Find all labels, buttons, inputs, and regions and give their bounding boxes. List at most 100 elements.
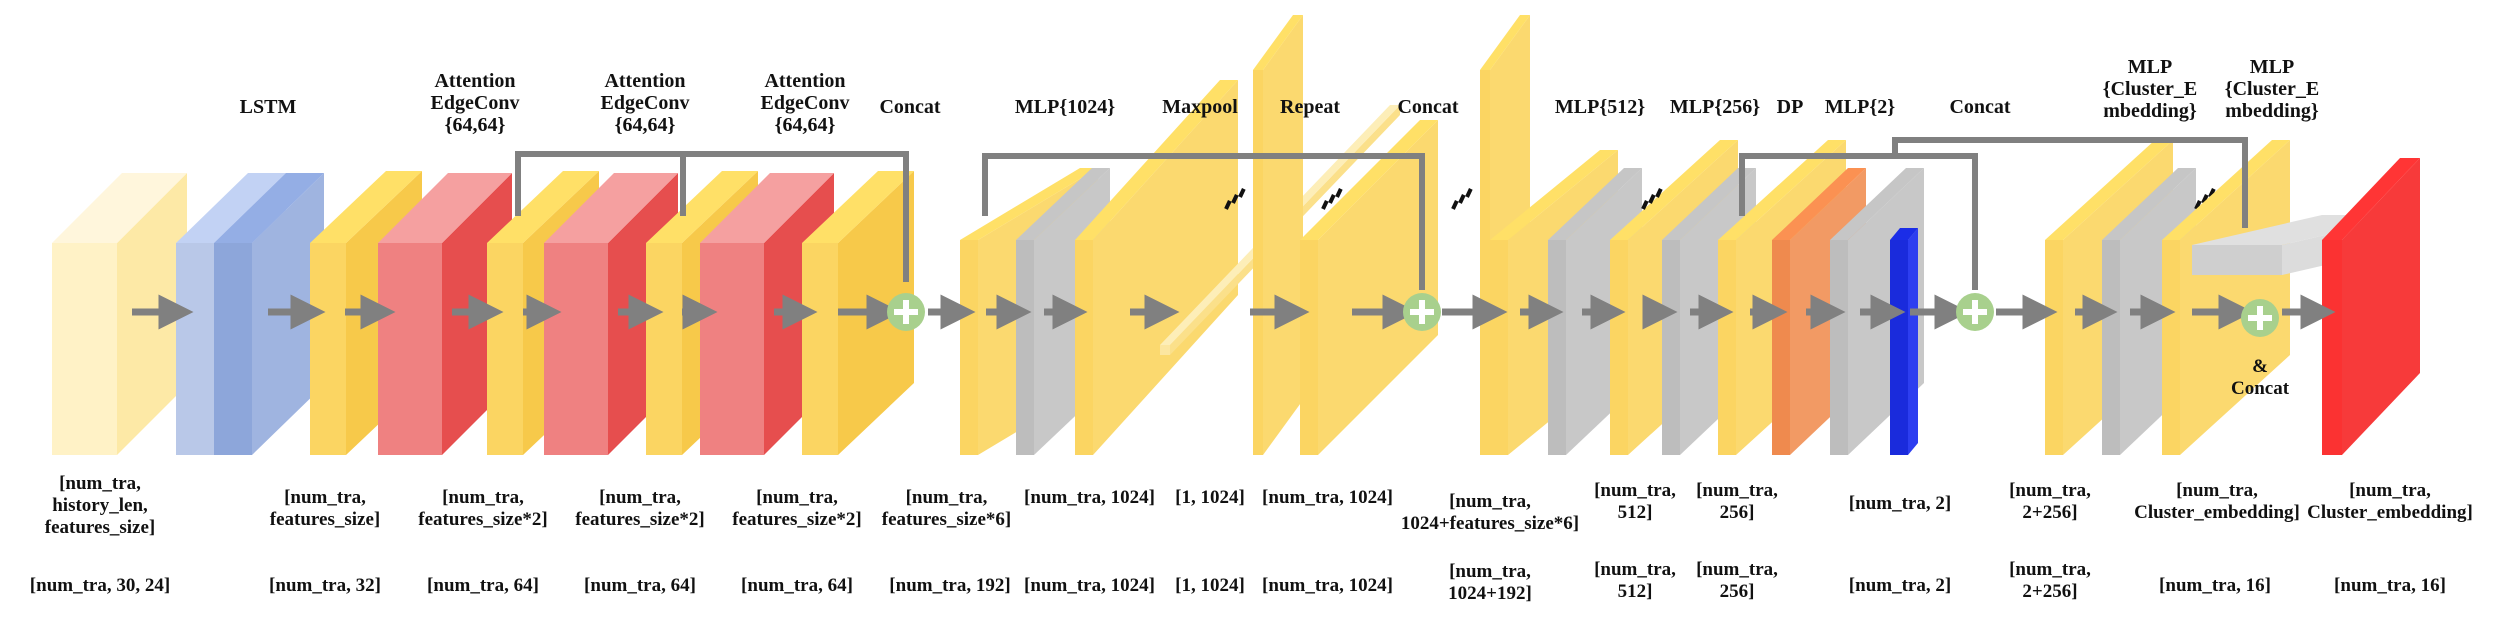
value-label: [num_tra, 1024] (1262, 575, 1393, 596)
mlp1024-block-a-top (960, 168, 1098, 240)
feature-block-4-front (802, 243, 838, 455)
label-mlp-cluster-1: MLP {Cluster_E mbedding} (2102, 56, 2198, 122)
shape-label: [num_tra, 2] (1848, 493, 1952, 514)
dots-2-dot (1335, 187, 1343, 198)
value-label: [num_tra, 32] (269, 575, 381, 596)
attention-block-1-front (378, 243, 442, 455)
cluster-block-1-top (2045, 140, 2173, 240)
value-label: [num_tra, 1024+192] (1448, 561, 1532, 604)
dots-1-dot (1224, 199, 1232, 210)
dots-4-dot (1655, 187, 1663, 198)
attention-block-3-front (700, 243, 764, 455)
mlp2-gray-front (1830, 240, 1848, 455)
shape-label: [num_tra, Cluster_embedding] (2134, 480, 2300, 523)
shape-label: [num_tra, features_size*2] (575, 487, 705, 530)
input-block-top (52, 173, 187, 243)
mlp512-block-top (1490, 150, 1618, 240)
concat-plus-4 (2241, 299, 2279, 337)
label-maxpool: Maxpool (1162, 96, 1238, 118)
dots-4-dot (1648, 193, 1656, 204)
mlp1024-gray-top (1016, 168, 1110, 240)
value-label: [num_tra, 256] (1696, 559, 1778, 602)
value-label: [num_tra, 30, 24] (29, 575, 171, 596)
shape-label: [num_tra, 256] (1696, 480, 1778, 523)
dots-4-dot (1641, 199, 1649, 210)
repeat-plane-top (1253, 15, 1303, 70)
dp-orange-front (1772, 240, 1790, 455)
label-concat-2: Concat (1397, 96, 1459, 118)
repeat-block (1300, 120, 1438, 455)
feature-block-3-top (646, 171, 758, 243)
mlp1024-block-b-top (1075, 80, 1238, 240)
shape-label: [1, 1024] (1175, 487, 1245, 508)
cluster-block-2-front (2162, 240, 2180, 455)
lstm-block-1-front (176, 243, 214, 455)
mlp256-gray-front (1662, 240, 1680, 455)
repeat-plane-front (1253, 70, 1263, 455)
label-concat-3: Concat (1949, 96, 2011, 118)
value-label: [1, 1024] (1175, 575, 1245, 596)
concat-plus-3-v (1972, 300, 1978, 324)
attention-block-2-top (544, 173, 678, 243)
value-label: [num_tra, 64] (427, 575, 539, 596)
output-red-front (2322, 240, 2342, 455)
lstm-block-2-front (214, 243, 252, 455)
mlp512-gray-top (1548, 168, 1642, 240)
cluster-gray-front (2102, 240, 2120, 455)
dots-2 (1321, 187, 1343, 210)
concat-plus-3 (1956, 293, 1994, 331)
dots-2-dot (1321, 200, 1329, 210)
repeat-plane-side (1263, 15, 1303, 455)
shape-label: [num_tra, features_size*6] (881, 487, 1012, 530)
block-1024-a-front (1480, 70, 1490, 455)
value-label: [num_tra, 64] (584, 575, 696, 596)
label-attention-edgeconv-1: Attention EdgeConv {64,64} (430, 70, 520, 136)
cluster-block-1-front (2045, 240, 2063, 455)
dots-3-dot (1451, 199, 1459, 210)
label-attention-edgeconv-3: Attention EdgeConv {64,64} (760, 70, 850, 136)
label-mlp-cluster-2: MLP {Cluster_E mbedding} (2224, 56, 2320, 122)
attention-block-3-top (700, 173, 834, 243)
label-mlp-2: MLP{2} (1824, 96, 1896, 118)
feature-block-2-top (487, 171, 599, 243)
shape-label: [num_tra, features_size] (269, 487, 381, 530)
repeat-block-top (1300, 120, 1438, 240)
feature-block-1-front (310, 243, 346, 455)
label-repeat: Repeat (1280, 96, 1340, 118)
repeat-block-side (1318, 120, 1438, 455)
dots-4 (1641, 187, 1663, 210)
dots-5-dot (2194, 200, 2202, 210)
cluster-plate-front (2192, 245, 2282, 275)
lstm-block-2-top (214, 173, 324, 243)
mlp2-blue-front (1890, 240, 1908, 455)
concat-plus-4-v (2257, 306, 2263, 330)
output-red-top (2322, 158, 2420, 240)
mlp1024-block-a-front (960, 240, 978, 455)
value-label: [num_tra, 512] (1594, 559, 1676, 602)
shape-label: [num_tra, features_size*2] (732, 487, 862, 530)
dots-5-dot (2208, 187, 2216, 198)
dots-1-dot (1231, 193, 1239, 204)
label-dp: DP (1776, 96, 1804, 118)
input-block (52, 173, 187, 455)
skip-connection-4 (1739, 137, 2248, 228)
feature-block-4-top (802, 171, 914, 243)
mlp2-blue (1890, 228, 1918, 455)
attention-block-1-top (378, 173, 512, 243)
shape-label: [num_tra, 1024] (1262, 487, 1393, 508)
dots-5 (2194, 187, 2216, 210)
label-mlp-256: MLP{256} (1669, 96, 1761, 118)
mlp1024-gray-front (1016, 240, 1034, 455)
dots-5-dot (2201, 193, 2209, 204)
attention-block-2-front (544, 243, 608, 455)
dp-orange-top (1772, 168, 1866, 240)
mlp512-gray-front (1548, 240, 1566, 455)
label-and-concat: & Concat (2230, 356, 2290, 399)
shape-label: [num_tra, Cluster_embedding] (2307, 480, 2473, 523)
cluster-gray-top (2102, 168, 2196, 240)
mlp1024-block-b-side (1093, 80, 1238, 455)
value-label: [num_tra, 64] (741, 575, 853, 596)
block-1024-a-top (1480, 15, 1530, 70)
value-label: [num_tra, 16] (2159, 575, 2271, 596)
